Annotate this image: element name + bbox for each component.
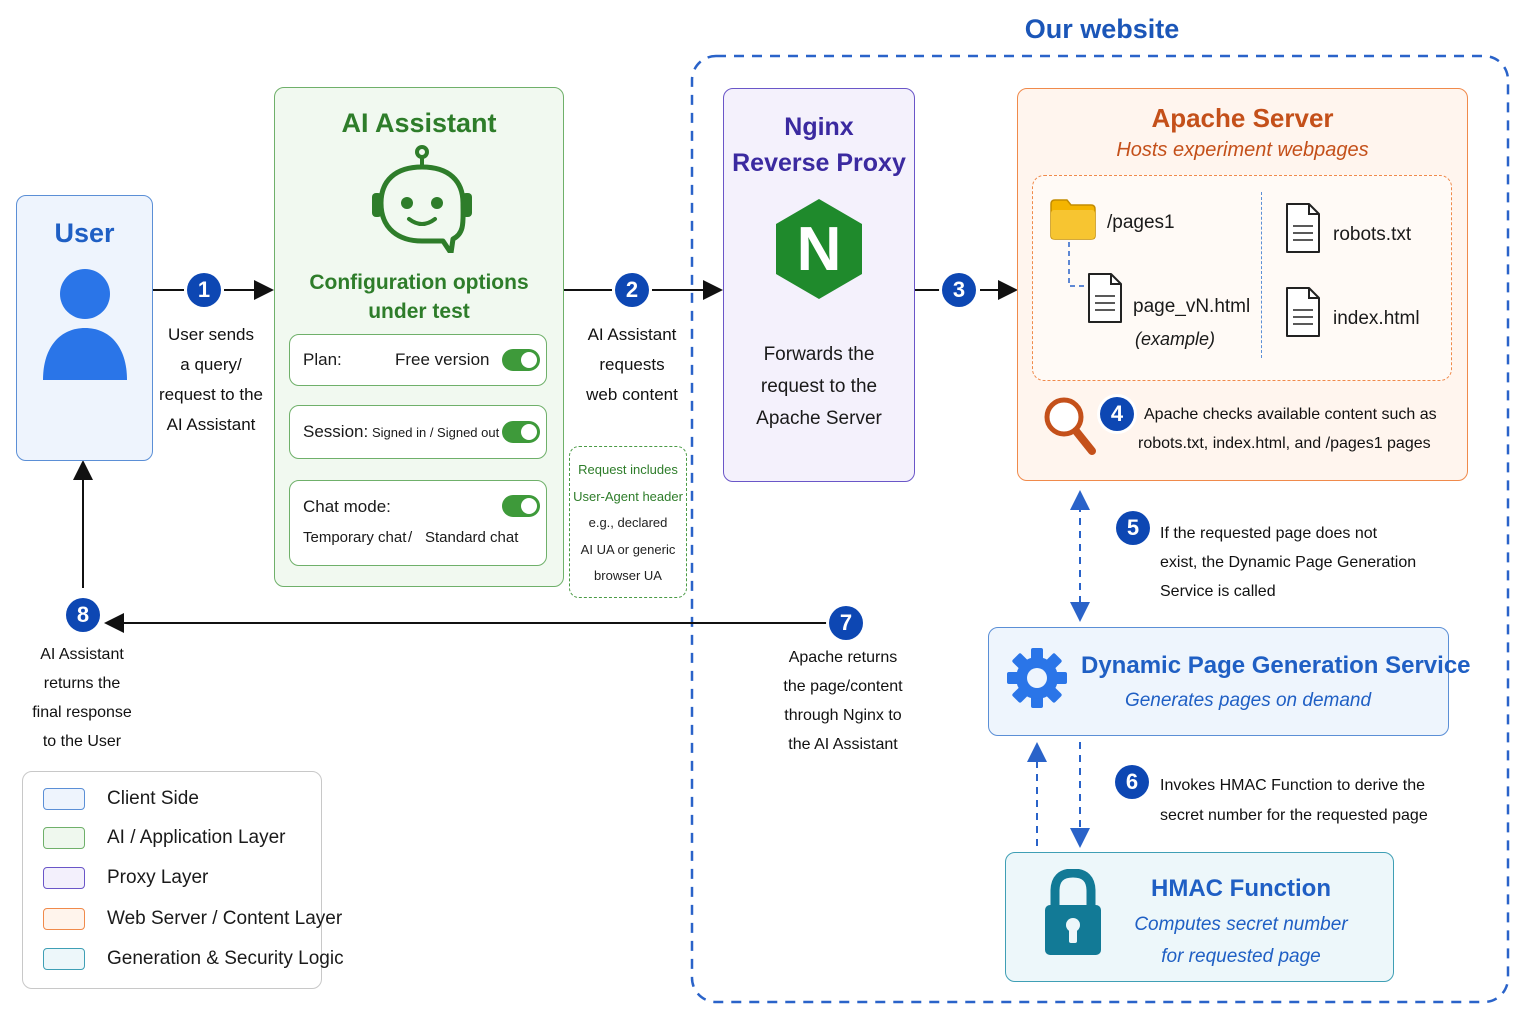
robots-document-icon <box>1286 203 1320 253</box>
legend-swatch-proxy <box>43 867 85 889</box>
config-title: Configuration options under test <box>309 271 529 323</box>
folder-icon <box>1050 199 1096 240</box>
step-3-badge: 3 <box>942 273 976 307</box>
hmac-function-box[interactable]: HMAC Function Computes secret number for… <box>1005 852 1394 982</box>
step-4-description: Apache checks available content such as … <box>1138 406 1437 452</box>
index-document-icon <box>1286 287 1320 337</box>
magnifier-icon <box>1044 397 1096 455</box>
dynamic-service-title: Dynamic Page Generation Service <box>1081 652 1471 679</box>
page-document-icon <box>1088 273 1122 323</box>
session-value: Signed in / Signed out <box>372 425 500 440</box>
index-html-label[interactable]: index.html <box>1333 308 1420 329</box>
user-agent-note: Request includes User-Agent header e.g.,… <box>569 446 687 598</box>
chat-mode-label: Chat mode: <box>303 497 391 516</box>
page-vn-example-note: (example) <box>1135 329 1216 349</box>
hmac-subtitle: Computes secret number for requested pag… <box>1134 914 1348 967</box>
website-boundary <box>690 54 1510 1004</box>
ai-assistant-box[interactable]: AI Assistant Configuration options under… <box>274 87 564 587</box>
legend-label-ai: AI / Application Layer <box>107 827 286 848</box>
plan-toggle[interactable] <box>502 349 540 371</box>
gear-icon <box>1007 648 1067 708</box>
file-divider <box>1261 192 1262 358</box>
plan-value: Free version <box>395 350 490 369</box>
plan-label: Plan: <box>303 350 342 369</box>
user-icon <box>43 269 127 380</box>
robots-txt-label[interactable]: robots.txt <box>1333 224 1412 245</box>
legend-swatch-ai <box>43 827 85 849</box>
nginx-description: Forwards the request to the Apache Serve… <box>756 344 882 429</box>
chat-mode-toggle[interactable] <box>502 495 540 517</box>
user-box[interactable]: User <box>16 195 153 461</box>
legend-swatch-web <box>43 908 85 930</box>
lock-icon <box>1045 869 1101 955</box>
chat-mode-value-standard: Standard chat <box>425 529 519 546</box>
ai-assistant-title: AI Assistant <box>341 108 497 138</box>
chat-mode-separator: / <box>408 529 413 546</box>
hmac-title: HMAC Function <box>1151 875 1331 902</box>
dynamic-page-service-box[interactable]: Dynamic Page Generation Service Generate… <box>988 627 1471 736</box>
step-7-badge: 7 <box>829 606 863 640</box>
step-6-badge: 6 <box>1115 765 1149 799</box>
dynamic-service-subtitle: Generates pages on demand <box>1124 690 1372 711</box>
apache-file-area: /pages1 page_vN.html (example) robots.tx… <box>1032 175 1452 381</box>
step-2-badge: 2 <box>615 273 649 307</box>
legend-label-client: Client Side <box>107 788 199 809</box>
step-4-badge: 4 <box>1100 397 1134 431</box>
step-5-badge: 5 <box>1116 511 1150 545</box>
apache-title: Apache Server <box>1151 103 1334 133</box>
user-title: User <box>54 218 115 248</box>
session-toggle[interactable] <box>502 421 540 443</box>
legend-label-web: Web Server / Content Layer <box>107 908 343 929</box>
page-vn-label[interactable]: page_vN.html <box>1133 296 1251 317</box>
plan-option[interactable]: Plan: Free version <box>289 334 547 386</box>
legend-label-proxy: Proxy Layer <box>107 867 209 888</box>
session-option[interactable]: Session: Signed in / Signed out <box>289 405 547 459</box>
apache-subtitle: Hosts experiment webpages <box>1116 139 1369 161</box>
step-8-badge: 8 <box>66 598 100 632</box>
apache-box[interactable]: Apache Server Hosts experiment webpages … <box>1017 88 1468 481</box>
legend-swatch-client <box>43 788 85 810</box>
legend-swatch-security <box>43 948 85 970</box>
chat-mode-option[interactable]: Chat mode: Temporary chat / Standard cha… <box>289 480 547 566</box>
folder-pages1-label[interactable]: /pages1 <box>1107 212 1175 233</box>
chat-mode-value-temporary: Temporary chat <box>303 529 407 546</box>
step-1-badge: 1 <box>187 273 221 307</box>
website-label: Our website <box>1024 14 1180 44</box>
nginx-logo-letter: N <box>797 215 842 284</box>
legend: Client Side AI / Application Layer Proxy… <box>22 771 344 989</box>
session-label: Session: <box>303 422 369 441</box>
nginx-title: Nginx Reverse Proxy <box>732 113 906 177</box>
nginx-logo-icon: N <box>776 199 862 299</box>
legend-label-security: Generation & Security Logic <box>107 948 344 969</box>
robot-icon <box>372 145 472 253</box>
nginx-box[interactable]: Nginx Reverse Proxy N Forwards the reque… <box>723 88 915 482</box>
